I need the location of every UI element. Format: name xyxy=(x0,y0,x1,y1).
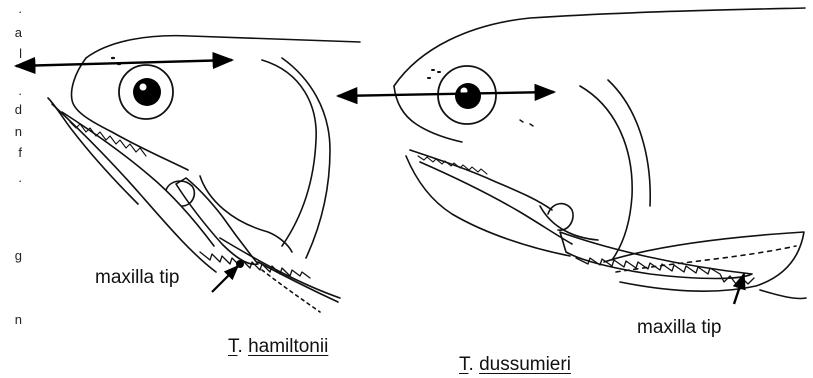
head-length-arrow-left xyxy=(16,60,232,66)
species-name: dussumieri xyxy=(479,354,571,375)
maxilla-pointer-left xyxy=(212,266,238,292)
maxilla-tip-label-left: maxilla tip xyxy=(95,268,179,287)
maxilla-tip-label-right: maxilla tip xyxy=(637,318,721,337)
snout-scratch xyxy=(520,120,533,126)
head-length-arrow-right xyxy=(338,92,554,96)
operculum-inner xyxy=(608,80,650,206)
fish-dussumieri xyxy=(394,8,806,299)
dentary xyxy=(420,162,572,244)
eye-pupil xyxy=(455,83,481,109)
belly-serrae xyxy=(200,252,310,278)
nostril-dots xyxy=(428,70,440,78)
eye-pupil xyxy=(133,78,161,106)
head-outline xyxy=(86,36,360,58)
species-label-dussumieri: T. dussumieri xyxy=(459,355,571,374)
maxilla xyxy=(176,178,258,264)
preopercle xyxy=(200,176,292,252)
mouth-upper-jaw xyxy=(62,112,214,246)
operculum-inner xyxy=(282,58,330,258)
pectoral-fin xyxy=(604,232,804,291)
head-outline xyxy=(394,8,805,86)
jaw-teeth-row xyxy=(70,122,146,156)
belly-outline xyxy=(760,290,806,299)
species-label-hamiltonii: T. hamiltonii xyxy=(228,337,328,356)
operculum-outline xyxy=(262,60,316,246)
mouth-lower-jaw xyxy=(52,104,216,272)
belly-outline xyxy=(220,238,340,298)
operculum-outline xyxy=(580,86,632,260)
mouth-upper-jaw xyxy=(410,150,552,210)
genus-abbrev: T xyxy=(459,354,469,375)
maxilla-knob xyxy=(548,204,573,231)
species-name: hamiltonii xyxy=(248,336,328,357)
genus-abbrev: T xyxy=(228,336,238,357)
